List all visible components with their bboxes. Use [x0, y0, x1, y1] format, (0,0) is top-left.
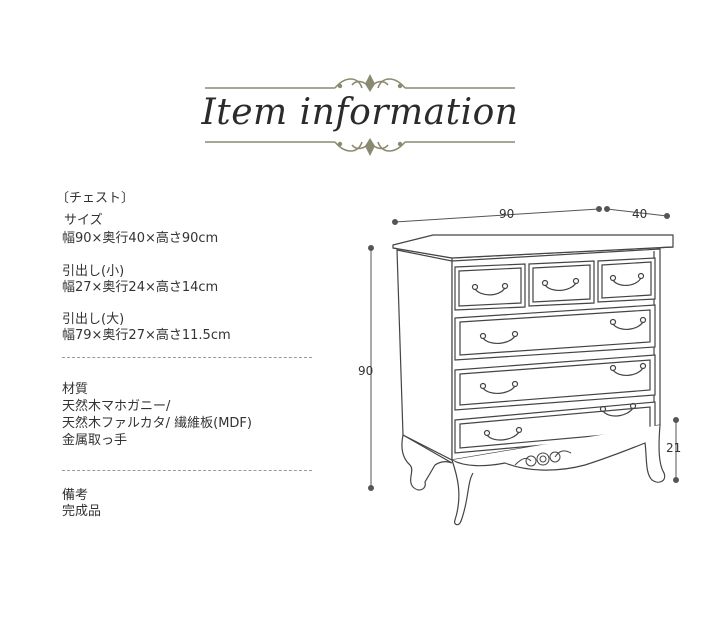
drawer-small-value: 幅27×奥行24×高さ14cm	[62, 280, 219, 295]
note-label: 備考	[62, 488, 89, 503]
width-dimension-label: 90	[499, 207, 515, 221]
note-value: 完成品	[62, 504, 102, 519]
divider-1	[62, 357, 312, 358]
drawer-small-label: 引出し(小)	[62, 264, 125, 279]
drawer-large-label: 引出し(大)	[62, 312, 125, 327]
page-title: Item information	[201, 92, 519, 133]
drawer-handles	[471, 272, 647, 441]
ornament-divider-icon	[205, 74, 515, 156]
handle-large-1-left-icon	[479, 330, 519, 344]
chest-outline	[392, 234, 674, 526]
handle-large-3-left-icon	[483, 426, 523, 441]
material-line-3: 金属取っ手	[62, 433, 128, 448]
header: Item information	[0, 0, 720, 180]
handle-large-2-right-icon	[609, 362, 647, 376]
category-label: 〔チェスト〕	[56, 191, 135, 206]
leg-dimension-label: 21	[666, 441, 682, 455]
handle-small-left-icon	[471, 282, 509, 296]
size-label: サイズ	[64, 213, 103, 228]
material-line-1: 天然木マホガニー/	[62, 399, 171, 414]
handle-small-right-icon	[609, 272, 645, 286]
size-value: 幅90×奥行40×高さ90cm	[62, 231, 219, 246]
drawer-large-value: 幅79×奥行27×高さ11.5cm	[62, 328, 231, 343]
carved-rose-icon	[514, 450, 572, 467]
handle-large-1-right-icon	[609, 316, 647, 330]
dimension-lines	[368, 206, 679, 491]
divider-2	[62, 470, 312, 471]
handle-large-3-right-icon	[599, 402, 637, 417]
material-label: 材質	[62, 382, 89, 397]
height-dimension-label: 90	[358, 364, 374, 378]
chest-drawing	[368, 206, 679, 526]
handle-small-center-icon	[541, 277, 580, 291]
handle-large-2-left-icon	[479, 380, 519, 394]
depth-dimension-label: 40	[632, 207, 648, 221]
material-line-2: 天然木ファルカタ/ 繊維板(MDF)	[62, 416, 252, 431]
